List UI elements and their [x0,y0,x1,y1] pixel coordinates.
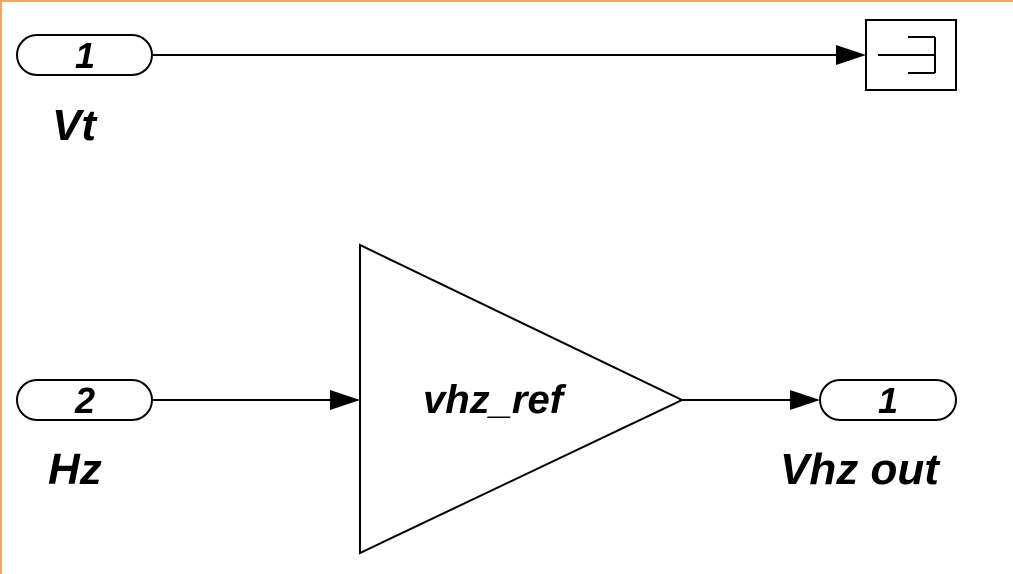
terminator-block[interactable] [865,19,957,91]
inport-1-number: 1 [75,35,95,76]
outport-1-block[interactable]: 1 [819,379,957,421]
inport-2-number: 2 [74,380,95,421]
inport-2-block[interactable]: 2 [16,379,153,421]
inport-1-name: Vt [52,101,98,150]
gain-block[interactable]: vhz_ref [359,243,685,555]
signal-line-hz-to-gain[interactable] [152,390,360,410]
outport-1-name: Vhz out [780,445,941,494]
signal-line-vt-to-terminator[interactable] [152,45,866,65]
gain-parameter: vhz_ref [423,378,567,422]
signal-line-gain-to-outport[interactable] [682,390,820,410]
inport-1-block[interactable]: 1 [16,34,153,76]
inport-2-name: Hz [48,445,102,494]
terminator-icon [878,36,936,74]
outport-1-number: 1 [878,380,898,421]
